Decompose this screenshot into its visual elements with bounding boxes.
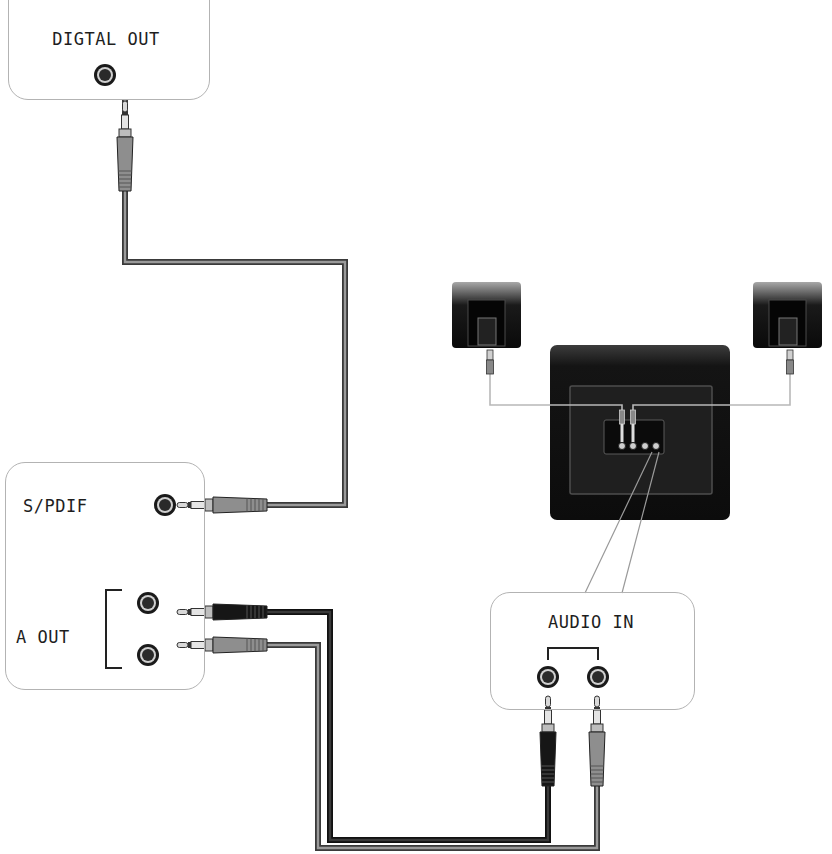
audio-cable [205, 645, 597, 848]
plug [177, 497, 267, 513]
digital-out-panel: DIGTAL OUT [8, 0, 210, 100]
port-label: S/PDIF [23, 496, 87, 516]
jack [94, 64, 116, 86]
cable-sheath [125, 100, 345, 505]
audio-cable [125, 100, 345, 505]
bracket [106, 590, 122, 668]
sound-card-panel: S/PDIF A OUT [5, 462, 205, 690]
jack [137, 592, 159, 614]
cable-sheath [205, 645, 597, 848]
jack [537, 666, 559, 688]
port-label: AUDIO IN [548, 612, 634, 632]
port-label: DIGTAL OUT [52, 29, 159, 49]
leader-line [585, 452, 659, 593]
jack [587, 666, 609, 688]
plug [177, 604, 267, 620]
plug [177, 637, 267, 653]
jack [154, 494, 176, 516]
audio-in-panel: AUDIO IN [490, 592, 695, 710]
jack [137, 644, 159, 666]
port-label: A OUT [16, 627, 70, 647]
bracket [548, 648, 598, 660]
cable-core [125, 100, 345, 505]
plug [117, 101, 133, 191]
cable-core [205, 645, 597, 848]
